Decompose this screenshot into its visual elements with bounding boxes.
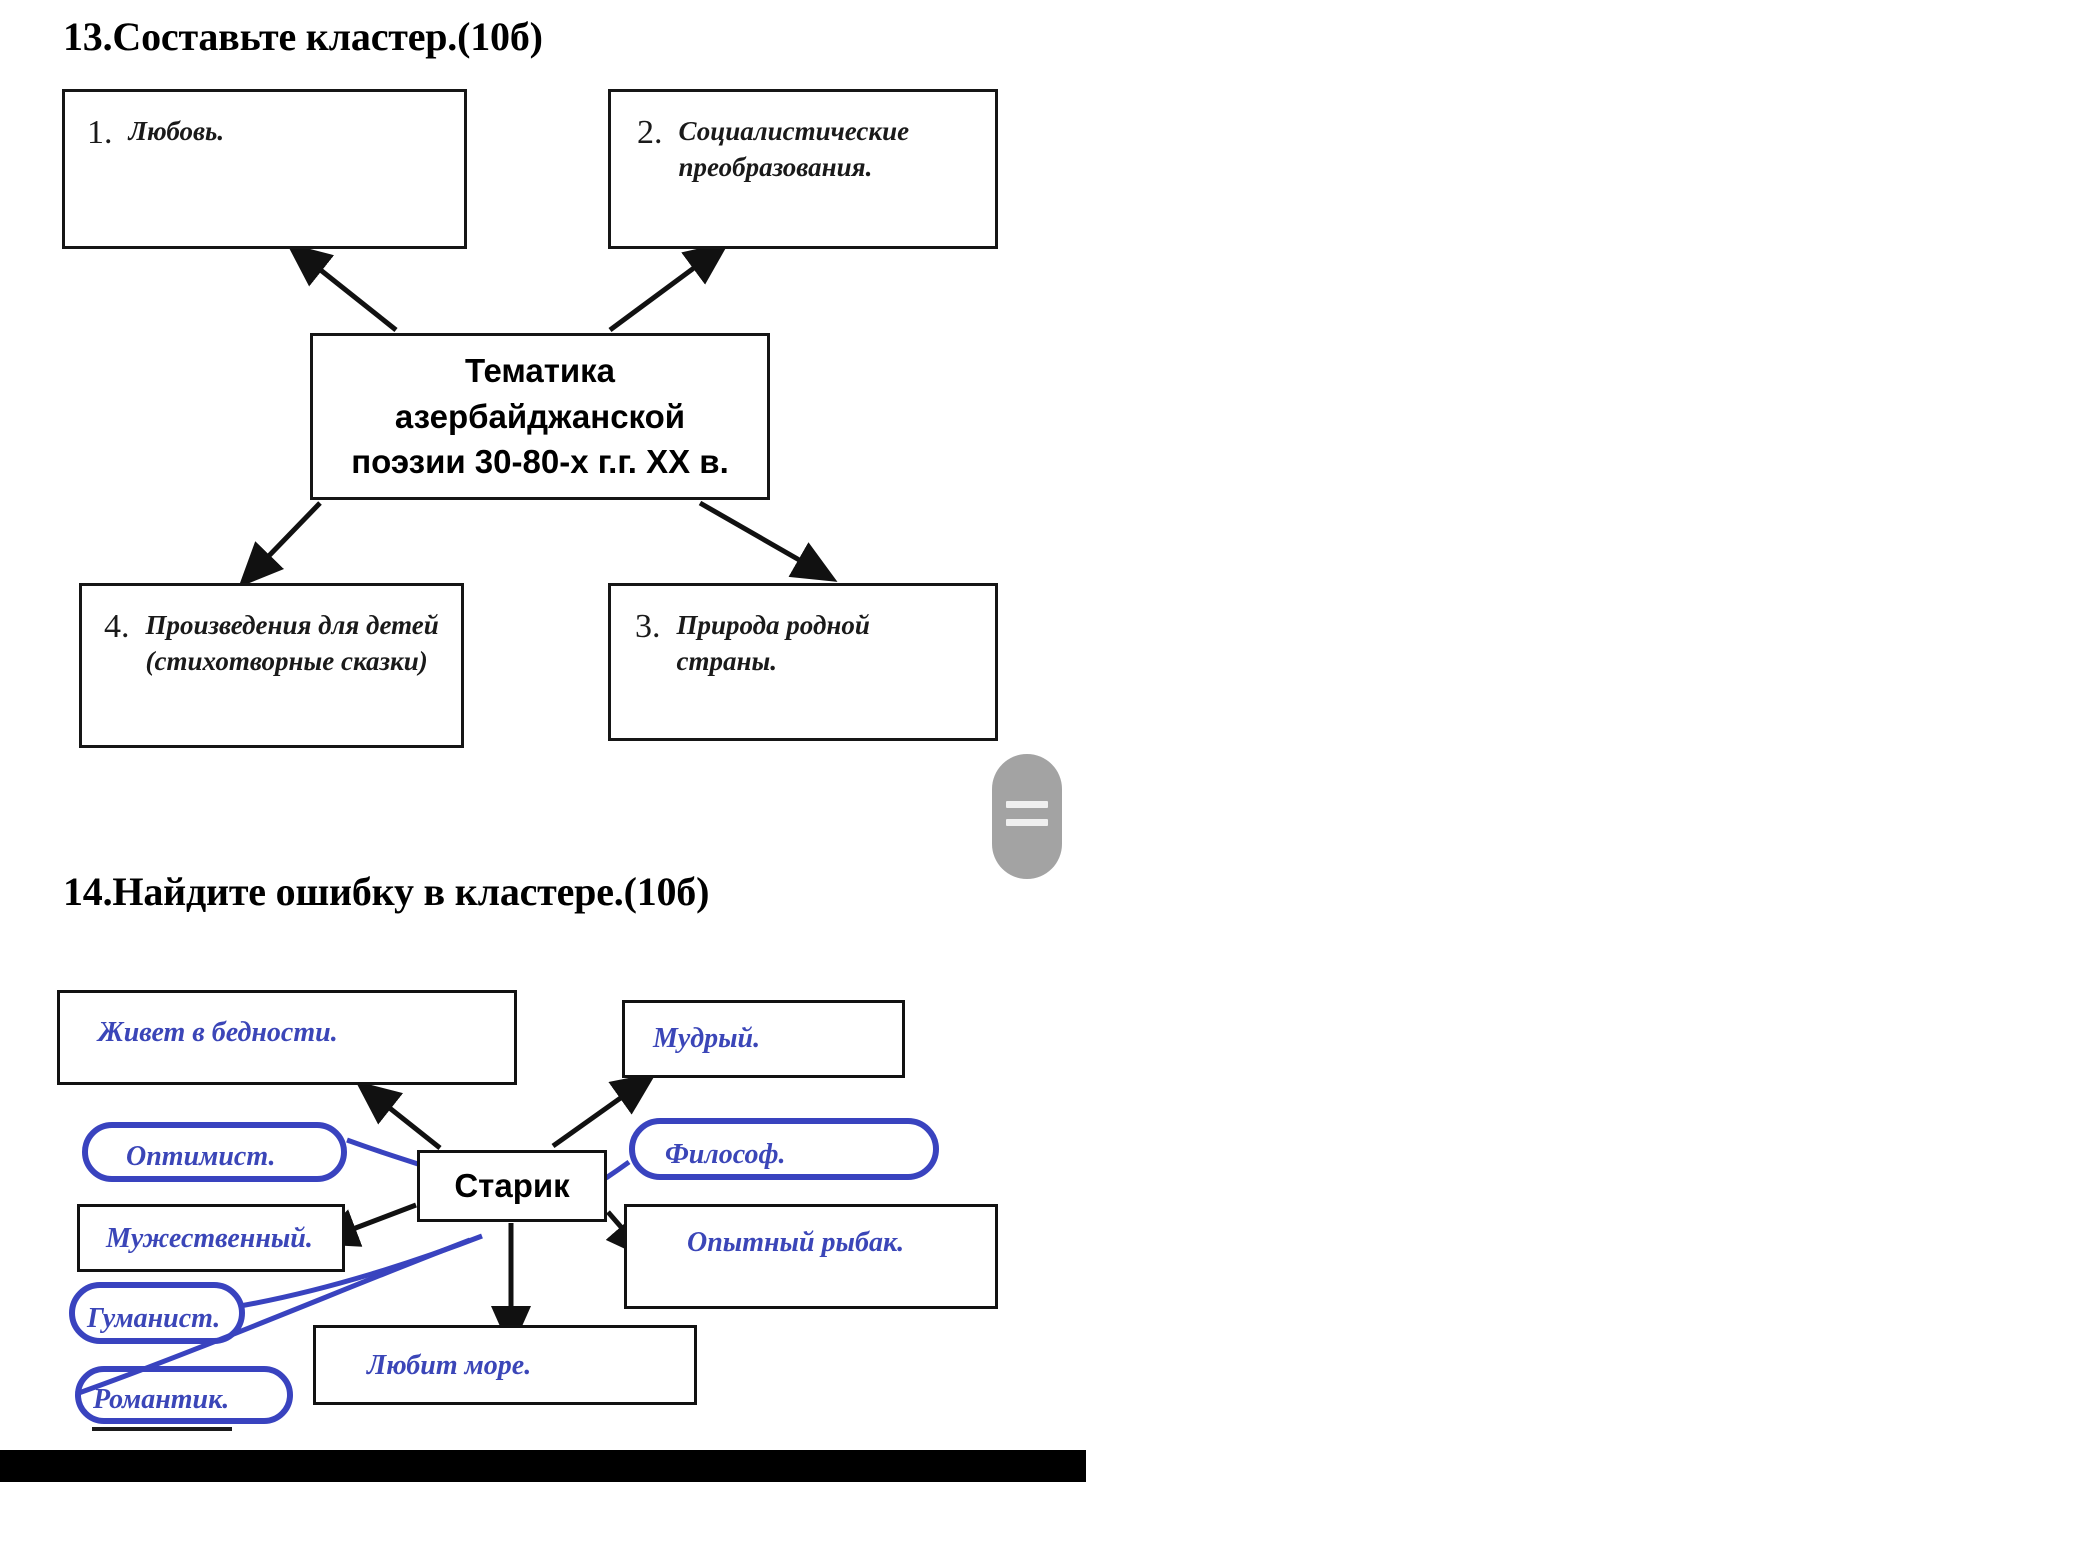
cluster13-node-3-label: Природа родной страны. [676, 610, 870, 676]
drag-handle-line-2 [1006, 819, 1048, 826]
cluster14-node-loves-sea: Любит море. [313, 1325, 697, 1405]
cluster13-center-label: Тематика азербайджанской поэзии 30-80-х … [351, 352, 729, 481]
drag-handle-line-1 [1006, 801, 1048, 808]
cluster14-annotated-romantic: Романтик. [75, 1366, 293, 1424]
cluster13-node-3-number: 3. [635, 608, 661, 645]
cluster13-node-2-label: Социалистические преобразования. [678, 116, 910, 182]
cluster13-node-2-number: 2. [637, 114, 663, 151]
cluster14-annotated-philosopher-label: Философ. [665, 1139, 786, 1170]
cluster14-annotated-romantic-label: Романтик. [93, 1384, 230, 1415]
cluster14-node-courageous: Мужественный. [77, 1204, 345, 1272]
cluster13-node-1-label: Любовь. [128, 116, 225, 146]
cluster14-node-wise: Мудрый. [622, 1000, 905, 1078]
question-13-heading: 13.Составьте кластер.(10б) [63, 14, 543, 59]
cluster14-annotated-humanist: Гуманист. [69, 1282, 245, 1344]
cluster13-node-1: 1. Любовь. [62, 89, 467, 249]
cluster13-node-4-number: 4. [104, 608, 130, 645]
cluster13-node-4: 4. Произведения для детей (стихотворные … [79, 583, 464, 748]
cluster14-annotated-optimist: Оптимист. [82, 1122, 347, 1182]
bottom-black-bar [0, 1450, 1086, 1482]
cluster14-node-loves-sea-label: Любит море. [367, 1350, 532, 1381]
cluster13-node-3: 3. Природа родной страны. [608, 583, 998, 741]
cluster14-center-label: Старик [454, 1167, 570, 1204]
cluster14-annotated-optimist-label: Оптимист. [126, 1141, 276, 1172]
cluster14-node-wise-label: Мудрый. [653, 1023, 761, 1054]
cluster13-node-4-label: Произведения для детей (стихотворные ска… [145, 610, 439, 676]
cluster14-node-lives-in-poverty: Живет в бедности. [57, 990, 517, 1085]
cluster14-annotated-humanist-label: Гуманист. [87, 1303, 221, 1334]
question-14-heading: 14.Найдите ошибку в кластере.(10б) [63, 869, 710, 914]
cluster13-node-2: 2. Социалистические преобразования. [608, 89, 998, 249]
cluster14-center-node: Старик [417, 1150, 607, 1222]
cluster13-node-1-number: 1. [87, 114, 113, 151]
drag-handle-icon[interactable] [992, 754, 1062, 879]
cluster14-node-experienced-fisherman-label: Опытный рыбак. [687, 1227, 905, 1258]
cluster14-node-lives-in-poverty-label: Живет в бедности. [98, 1017, 338, 1048]
cluster13-center-node: Тематика азербайджанской поэзии 30-80-х … [310, 333, 770, 500]
cluster14-annotated-philosopher: Философ. [629, 1118, 939, 1180]
romantic-underline [92, 1427, 232, 1431]
cluster14-node-courageous-label: Мужественный. [106, 1223, 313, 1254]
cluster14-node-experienced-fisherman: Опытный рыбак. [624, 1204, 998, 1309]
